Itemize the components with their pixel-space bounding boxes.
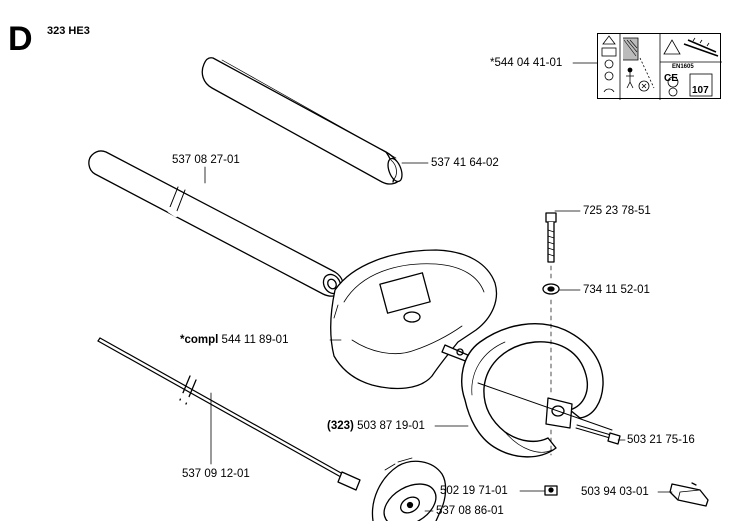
shaft-cover-drawing <box>201 57 403 185</box>
decal-icons: EN1605 CE 107 <box>601 34 722 100</box>
part-prefix-guard: *compl <box>180 334 219 346</box>
part-number-safety-decal: *544 04 41-01 <box>490 57 563 69</box>
part-number-shaft-tube: 537 08 27-01 <box>172 154 240 166</box>
decal-standard: EN1605 <box>672 64 694 70</box>
washer-drawing <box>542 283 560 295</box>
ce-mark: CE <box>664 73 678 84</box>
leader-lines <box>204 62 673 512</box>
section-letter: D <box>8 20 33 58</box>
shaft-tube-drawing <box>88 150 344 297</box>
part-number-bolt: 725 23 78-51 <box>583 205 651 217</box>
part-number-nut: 502 19 71-01 <box>440 485 508 497</box>
part-callout-guard: *compl 544 11 89-01 <box>180 334 288 346</box>
handle-drawing <box>461 323 613 458</box>
safety-decal: EN1605 CE 107 <box>597 33 722 100</box>
gear-housing-drawing <box>371 457 447 521</box>
part-number-guard: 544 11 89-01 <box>221 334 289 346</box>
part-number-screw: 503 21 75-16 <box>627 434 695 446</box>
part-number-drive-shaft: 537 09 12-01 <box>182 468 250 480</box>
part-number-clamp: 503 94 03-01 <box>581 486 649 498</box>
guard-drawing <box>330 249 498 390</box>
part-number-shaft-cover: 537 41 64-02 <box>431 157 499 169</box>
screw-drawing <box>575 424 621 445</box>
sound-level: 107 <box>692 85 709 96</box>
part-number-gear-housing: 537 08 86-01 <box>436 505 504 517</box>
part-prefix-handle: (323) <box>327 420 354 432</box>
bolt-drawing <box>545 212 557 456</box>
part-callout-handle: (323) 503 87 19-01 <box>327 420 425 432</box>
model-title: 323 HE3 <box>47 25 90 37</box>
nut-drawing <box>544 485 558 496</box>
drive-shaft-drawing <box>97 337 361 491</box>
part-number-washer: 734 11 52-01 <box>583 284 650 296</box>
clamp-drawing <box>669 482 709 507</box>
part-number-handle: 503 87 19-01 <box>357 420 425 432</box>
